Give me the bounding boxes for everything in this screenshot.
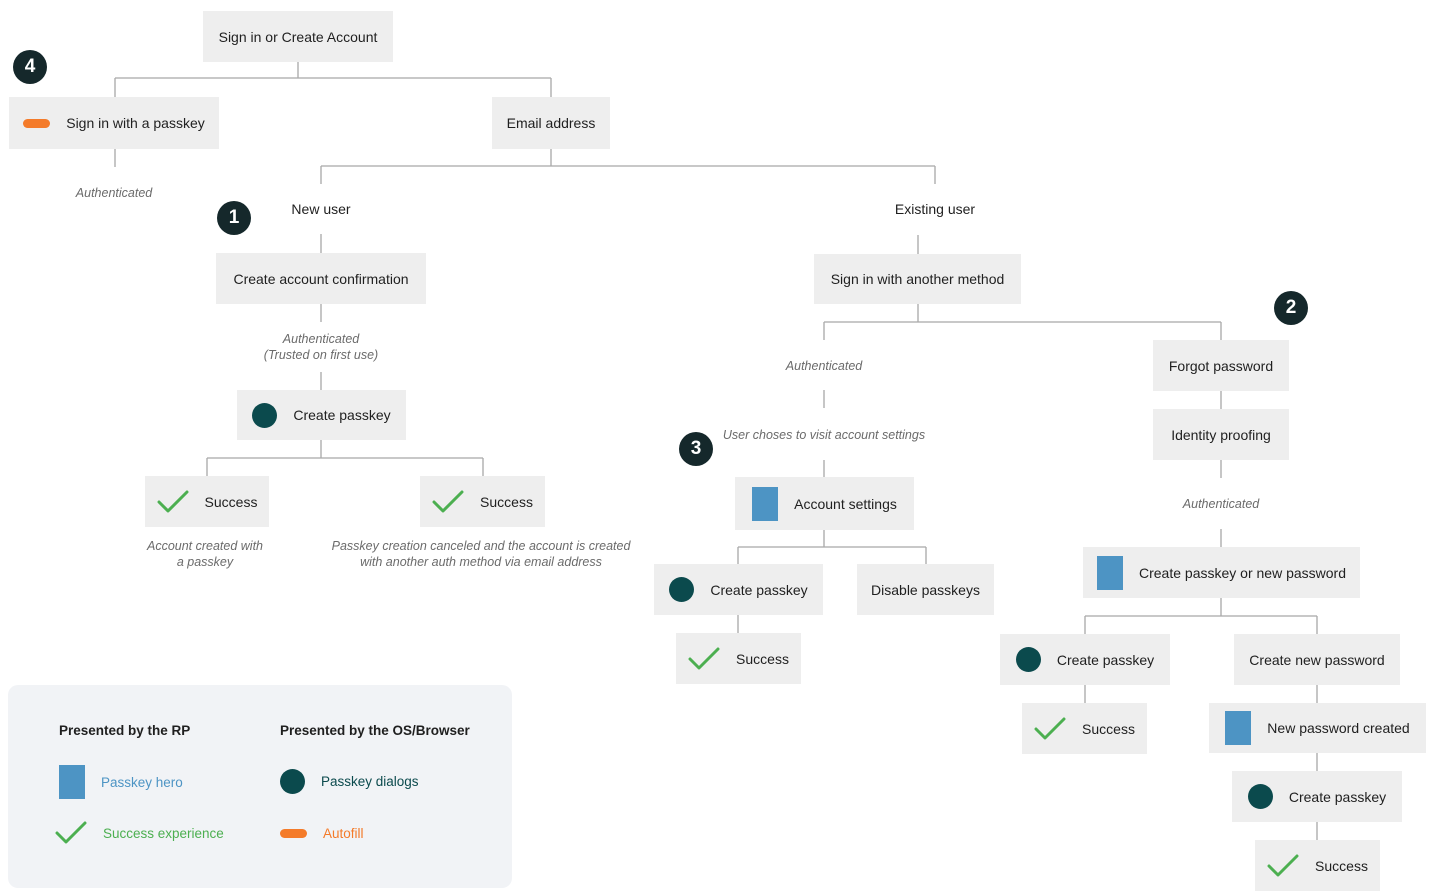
node-success-b: Success: [420, 476, 545, 527]
note-passkey-canceled: Passkey creation canceled and the accoun…: [331, 539, 631, 569]
node-label: Create passkey: [293, 407, 391, 423]
passkey-dialog-icon: [1015, 647, 1041, 672]
passkey-dialog-icon: [1247, 784, 1273, 809]
node-success-d: Success: [1022, 703, 1147, 754]
node-label: Forgot password: [1168, 357, 1274, 374]
node-label: Identity proofing: [1171, 426, 1271, 443]
passkey-hero-icon: [59, 765, 85, 799]
node-label: Sign in or Create Account: [218, 28, 378, 45]
legend-label: Passkey dialogs: [321, 774, 419, 789]
node-label: Success: [736, 650, 789, 667]
node-identity-proofing: Identity proofing: [1153, 409, 1289, 460]
legend-heading-os: Presented by the OS/Browser: [280, 723, 470, 738]
node-create-passkey-after-password: Create passkey: [1232, 771, 1402, 822]
node-label: Success: [1082, 720, 1135, 737]
node-new-password-created: New password created: [1209, 703, 1426, 753]
node-sign-in-or-create-account: Sign in or Create Account: [203, 11, 393, 62]
node-email-address: Email address: [492, 97, 610, 149]
node-create-passkey-settings: Create passkey: [654, 564, 823, 615]
step-badge-4: 4: [13, 50, 47, 84]
passkey-dialog-icon: [252, 402, 278, 428]
node-label: Create account confirmation: [233, 270, 409, 287]
node-success-c: Success: [676, 633, 801, 684]
node-label: Email address: [506, 115, 596, 131]
passkey-dialog-icon: [669, 577, 695, 602]
legend-heading-rp: Presented by the RP: [59, 723, 191, 738]
legend-item-passkey-hero: Passkey hero: [59, 765, 183, 799]
legend-label: Success experience: [103, 825, 224, 841]
node-label: Success: [204, 493, 258, 510]
note-authenticated-another: Authenticated: [785, 359, 863, 373]
passkey-dialog-icon: [280, 769, 305, 794]
node-label: Create passkey: [710, 581, 808, 598]
label-new-user: New user: [291, 201, 351, 217]
check-icon: [688, 647, 720, 671]
node-account-settings: Account settings: [735, 477, 914, 530]
node-create-passkey-new-user: Create passkey: [237, 390, 406, 440]
node-forgot-password: Forgot password: [1153, 340, 1289, 391]
legend-item-success: Success experience: [55, 821, 224, 845]
autofill-icon: [280, 829, 307, 838]
node-create-account-confirmation: Create account confirmation: [216, 253, 426, 304]
step-badge-3: 3: [679, 432, 713, 466]
node-label: Sign in with a passkey: [66, 115, 205, 131]
legend-item-autofill: Autofill: [280, 826, 364, 841]
step-badge-2: 2: [1274, 291, 1308, 325]
node-label: New password created: [1267, 720, 1410, 736]
check-icon: [432, 490, 464, 514]
passkey-hero-icon: [752, 486, 779, 521]
check-icon: [55, 821, 87, 845]
node-label: Success: [1315, 857, 1368, 874]
note-authenticated-trusted: Authenticated (Trusted on first use): [263, 332, 379, 362]
node-label: Create passkey or new password: [1139, 564, 1346, 581]
passkey-hero-icon: [1097, 555, 1123, 590]
check-icon: [1034, 717, 1066, 741]
legend-panel: Presented by the RP Presented by the OS/…: [8, 685, 512, 888]
note-user-chooses-settings: User choses to visit account settings: [722, 428, 926, 442]
node-success-e: Success: [1255, 840, 1380, 891]
node-create-new-password: Create new password: [1234, 634, 1400, 685]
label-existing-user: Existing user: [894, 201, 976, 217]
autofill-icon: [23, 118, 51, 128]
node-label: Sign in with another method: [830, 271, 1005, 287]
check-icon: [1267, 854, 1299, 878]
node-label: Success: [480, 493, 533, 510]
legend-label: Passkey hero: [101, 774, 183, 790]
node-disable-passkeys: Disable passkeys: [857, 564, 994, 615]
node-label: Account settings: [794, 495, 897, 512]
step-badge-1: 1: [217, 201, 251, 235]
node-sign-in-with-passkey: Sign in with a passkey: [9, 97, 219, 149]
legend-label: Autofill: [323, 826, 364, 841]
note-account-created: Account created with a passkey: [146, 539, 264, 569]
node-label: Create passkey: [1056, 651, 1155, 668]
note-authenticated-passkey: Authenticated: [75, 186, 153, 200]
node-success-a: Success: [145, 476, 269, 527]
legend-item-passkey-dialogs: Passkey dialogs: [280, 769, 419, 794]
node-create-passkey-recovery: Create passkey: [1000, 634, 1170, 685]
node-create-passkey-or-password: Create passkey or new password: [1083, 547, 1360, 598]
node-sign-in-another-method: Sign in with another method: [814, 254, 1021, 304]
note-authenticated-recovery: Authenticated: [1182, 497, 1260, 511]
check-icon: [157, 490, 189, 514]
node-label: Disable passkeys: [871, 581, 980, 598]
passkey-hero-icon: [1225, 711, 1252, 745]
node-label: Create new password: [1249, 651, 1385, 668]
node-label: Create passkey: [1288, 788, 1387, 805]
